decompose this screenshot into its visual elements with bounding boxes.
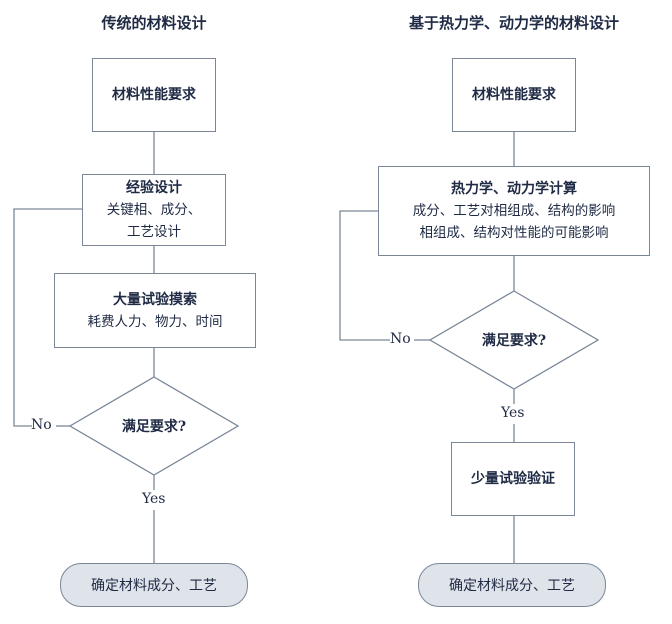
left-result-label: 确定材料成分、工艺 [91,578,217,594]
right-calc-box: 热力学、动力学计算 成分、工艺对相组成、结构的影响 相组成、结构对性能的可能影响 [378,166,650,256]
right-decision-label: 满足要求? [481,333,547,349]
left-decision-label: 满足要求? [121,419,187,435]
right-verify-label: 少量试验验证 [471,471,555,487]
left-trial-title: 大量试验摸索 [113,291,197,308]
left-yes-label: Yes [142,491,166,507]
right-calc-title: 热力学、动力学计算 [451,181,577,197]
left-title: 传统的材料设计 [101,14,207,32]
right-result-pill: 确定材料成分、工艺 [418,563,606,607]
right-decision-diamond [428,290,600,390]
left-experience-box: 经验设计 关键相、成分、 工艺设计 [82,174,226,246]
left-experience-line2: 工艺设计 [127,224,181,240]
left-requirement-label: 材料性能要求 [112,87,196,103]
right-requirement-box: 材料性能要求 [452,58,576,132]
left-result-pill: 确定材料成分、工艺 [60,563,248,607]
left-trial-box: 大量试验摸索 耗费人力、物力、时间 [54,273,256,348]
left-trial-line1: 耗费人力、物力、时间 [87,313,223,330]
right-no-label: No [390,331,411,347]
right-calc-line1: 成分、工艺对相组成、结构的影响 [412,203,616,219]
left-experience-title: 经验设计 [126,180,182,196]
left-requirement-box: 材料性能要求 [92,58,216,132]
right-yes-label: Yes [501,405,525,421]
right-title: 基于热力学、动力学的材料设计 [408,14,619,32]
right-result-label: 确定材料成分、工艺 [449,578,575,594]
left-experience-line1: 关键相、成分、 [106,202,202,218]
left-no-label: No [31,417,52,433]
left-loop-line [13,208,82,427]
right-loop-line [339,210,390,341]
right-calc-line2: 相组成、结构对性能的可能影响 [419,225,609,241]
right-verify-box: 少量试验验证 [451,442,575,516]
left-decision-diamond [68,376,240,476]
right-requirement-label: 材料性能要求 [472,87,556,103]
